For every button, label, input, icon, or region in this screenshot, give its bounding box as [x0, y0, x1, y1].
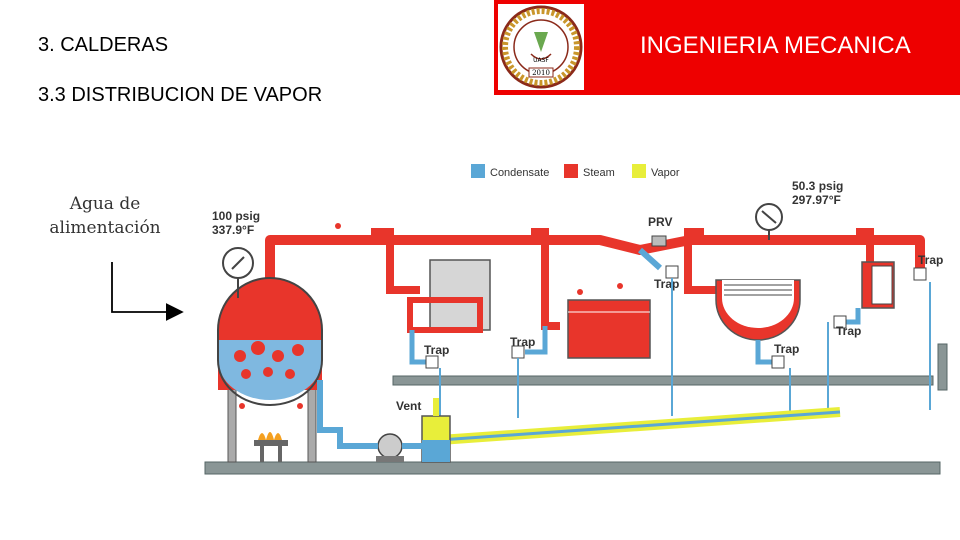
legend-swatch-vapor — [632, 164, 646, 178]
boiler-pressure-label: 100 psig — [212, 209, 260, 223]
steam-branch-pipes — [371, 228, 874, 330]
unit-heater — [861, 261, 895, 309]
support-beam — [392, 375, 934, 386]
feed-water-label-line1: Agua de — [69, 194, 141, 214]
trap-1 — [409, 330, 439, 369]
feed-pump — [376, 433, 404, 462]
svg-text:UASF: UASF — [533, 57, 549, 64]
feed-water-line — [317, 380, 378, 449]
jacketed-kettle — [715, 279, 801, 341]
trap-4 — [833, 308, 861, 329]
steam-release-arrows — [239, 223, 773, 409]
feed-water-label-line2: alimentación — [49, 218, 161, 238]
svg-text:2010: 2010 — [532, 69, 550, 77]
trap-3-label: Trap — [774, 342, 799, 356]
legend-swatch-steam — [564, 164, 578, 178]
university-logo: UASF 2010 — [498, 4, 584, 90]
trap-3 — [755, 340, 785, 369]
section-subtitle: 3.3 DISTRIBUCION DE VAPOR — [38, 84, 323, 106]
boiler-temperature-label: 337.9°F — [212, 223, 254, 237]
legend-swatch-condensate — [471, 164, 485, 178]
trap-5 — [913, 267, 927, 281]
condensate-return-line — [439, 278, 931, 418]
department-name: INGENIERIA MECANICA — [640, 32, 911, 59]
downstream-pressure-label: 50.3 psig — [792, 179, 843, 193]
feed-water-label: Agua de alimentación — [40, 192, 170, 240]
burner-flame — [254, 432, 288, 462]
downstream-pressure-gauge — [755, 203, 783, 240]
boiler-vessel — [217, 277, 323, 406]
support-post — [937, 343, 948, 391]
legend-label-condensate: Condensate — [490, 167, 549, 179]
trap-2-label: Trap — [510, 335, 535, 349]
legend-label-steam: Steam — [583, 167, 615, 179]
legend: Condensate Steam Vapor — [471, 164, 680, 179]
downstream-temperature-label: 297.97°F — [792, 193, 841, 207]
pressure-reducing-valve — [651, 235, 667, 247]
boiler-pressure-gauge — [222, 247, 254, 298]
dryer-equipment — [407, 259, 491, 333]
feed-water-arrow — [111, 262, 184, 321]
trap-5-label: Trap — [918, 253, 943, 267]
vent-label: Vent — [396, 399, 421, 413]
prv-label: PRV — [648, 215, 672, 229]
legend-label-vapor: Vapor — [651, 167, 680, 179]
trap-2 — [511, 326, 548, 359]
trap-prv-label: Trap — [654, 277, 679, 291]
condensate-receiver — [421, 398, 451, 463]
floor-slab — [204, 461, 941, 475]
trap-1-label: Trap — [424, 343, 449, 357]
heating-tank — [567, 299, 651, 359]
page-title: 3. CALDERAS — [38, 34, 169, 56]
steam-header-pipe — [265, 235, 925, 300]
trap-4-label: Trap — [836, 324, 861, 338]
